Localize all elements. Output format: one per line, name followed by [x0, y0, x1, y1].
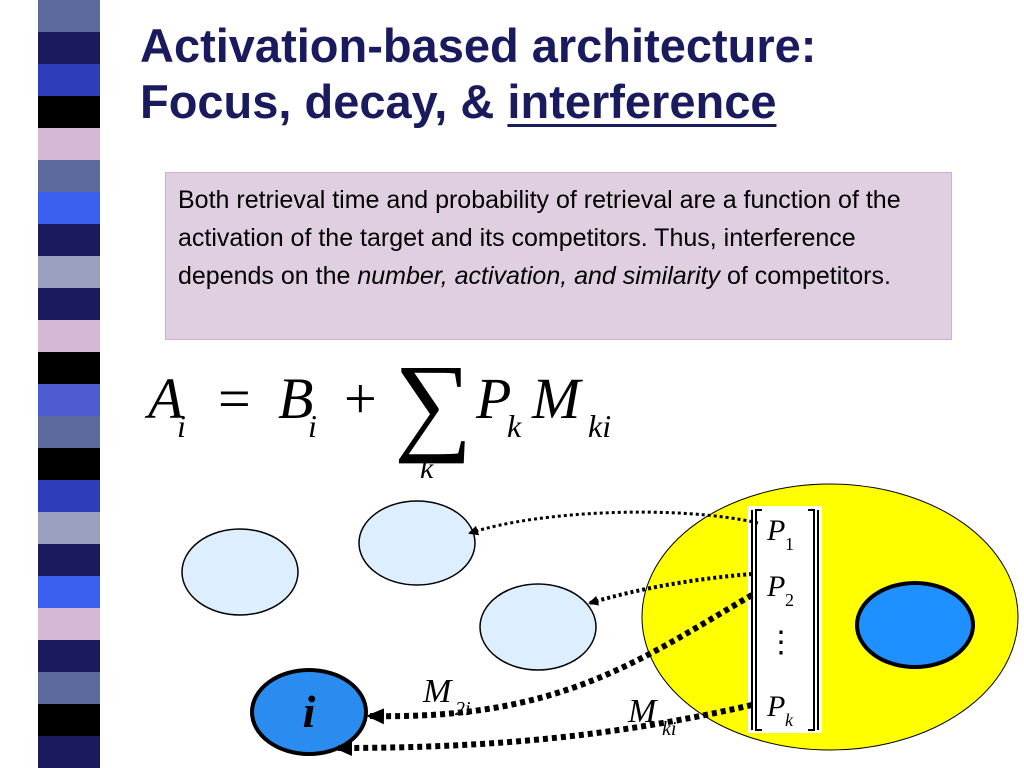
decorative-stripe: [38, 384, 100, 416]
cue-arrow-P1: [468, 510, 759, 536]
info-box: Both retrieval time and probability of r…: [165, 172, 952, 340]
eq-summation: ∑: [394, 342, 472, 464]
decorative-stripe: [38, 672, 100, 704]
decorative-stripe: [38, 480, 100, 512]
eq-sum-index: k: [420, 452, 434, 485]
decorative-stripe: [38, 608, 100, 640]
info-text-after: of competitors.: [720, 262, 891, 290]
vector-entry-subscript: k: [785, 710, 794, 730]
m2i-label-symbol: M: [422, 673, 453, 710]
vector-right-bracket: [808, 509, 819, 731]
decorative-stripe: [38, 416, 100, 448]
vector-entry-subscript: 1: [785, 534, 794, 554]
m2i-label-subscript: 2i: [455, 698, 471, 720]
title-line-2-prefix: Focus, decay, &: [140, 75, 508, 128]
slide-title: Activation-based architecture: Focus, de…: [140, 18, 1020, 130]
decorative-stripe: [38, 288, 100, 320]
association-arrow-Mki: [334, 702, 753, 756]
eq-B-subscript: i: [308, 408, 317, 444]
decorative-stripe: [38, 640, 100, 672]
mki-label-subscript: ki: [662, 718, 676, 740]
mki-label-symbol: M: [627, 693, 658, 730]
info-text-italic: number, activation, and similarity: [357, 262, 720, 290]
focus-region: [641, 483, 1019, 751]
title-line-1: Activation-based architecture:: [140, 19, 817, 72]
title-line-2: Focus, decay, & interference: [140, 74, 1020, 130]
vector-entry-symbol: P: [766, 514, 785, 547]
target-node: [250, 668, 368, 756]
decorative-stripe: [38, 128, 100, 160]
vector-left-bracket: [751, 509, 762, 731]
decorative-stripe: [38, 192, 100, 224]
eq-M: M: [531, 366, 583, 431]
eq-plus: +: [344, 366, 377, 431]
competitor-node: [358, 500, 476, 586]
decorative-stripe: [38, 224, 100, 256]
eq-equals: =: [218, 366, 251, 431]
eq-P-subscript: k: [507, 408, 522, 444]
focus-node: [855, 581, 975, 669]
decorative-stripe: [38, 448, 100, 480]
decorative-stripe: [38, 96, 100, 128]
decorative-stripe: [38, 736, 100, 768]
title-underlined-word: interference: [507, 75, 777, 128]
decorative-stripe: [38, 320, 100, 352]
retrieval-cue-vector: [748, 506, 822, 733]
eq-A: A: [144, 366, 184, 431]
decorative-stripe: [38, 64, 100, 96]
activation-equation: A i = B i + ∑ k P k M ki: [144, 342, 611, 485]
decorative-stripe: [38, 544, 100, 576]
competitor-node: [479, 583, 597, 671]
target-node-label: i: [303, 686, 316, 737]
decorative-stripe: [38, 256, 100, 288]
competitor-node: [181, 528, 299, 616]
association-arrow-M2i: [366, 592, 754, 725]
decorative-stripe: [38, 160, 100, 192]
eq-M-subscript: ki: [588, 408, 611, 444]
decorative-stripe: [38, 352, 100, 384]
decorative-stripe: [38, 0, 100, 32]
cue-arrow-P2: [588, 572, 753, 606]
decorative-stripe: [38, 704, 100, 736]
vector-entry-subscript: 2: [785, 590, 794, 610]
eq-B: B: [278, 366, 313, 431]
decorative-stripe: [38, 32, 100, 64]
vector-entry-symbol: P: [766, 570, 785, 603]
vector-ellipsis: ⋮: [766, 626, 796, 659]
decorative-stripe: [38, 512, 100, 544]
decorative-stripe-bar: [38, 0, 100, 768]
decorative-stripe: [38, 576, 100, 608]
eq-P: P: [475, 366, 511, 431]
vector-entry-symbol: P: [766, 690, 785, 723]
info-text-before: Both retrieval time and probability of r…: [178, 186, 901, 290]
eq-A-subscript: i: [177, 408, 186, 444]
